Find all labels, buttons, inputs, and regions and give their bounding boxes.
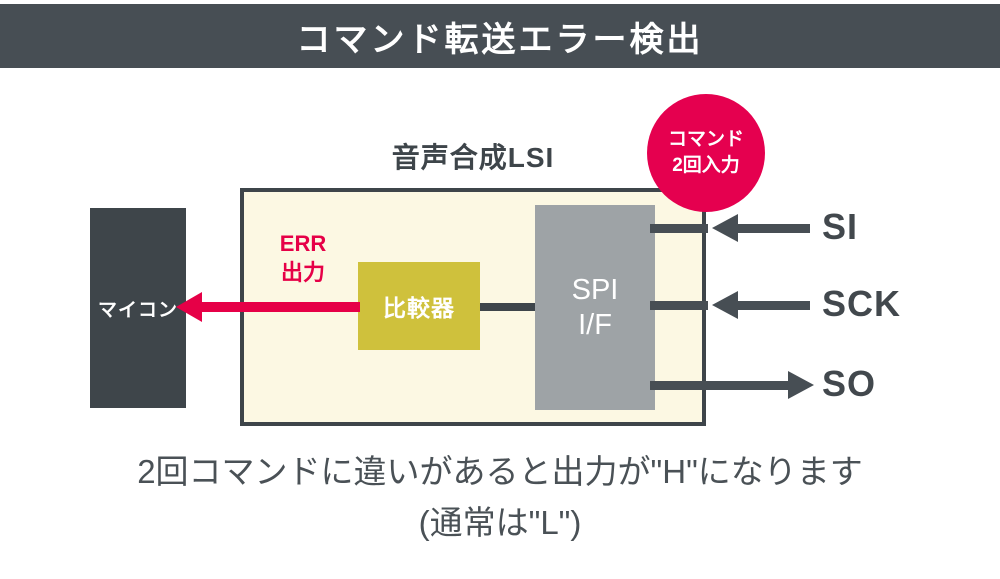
comparator-block: 比較器 bbox=[358, 262, 480, 350]
err-output-line2: 出力 bbox=[280, 259, 325, 285]
lsi-box-label: 音声合成LSI bbox=[391, 142, 555, 173]
page-title: コマンド転送エラー検出 bbox=[296, 20, 704, 59]
si-wire-inner bbox=[650, 224, 708, 233]
spi-if-block: SPI I/F bbox=[535, 205, 655, 410]
si-signal-label: SI bbox=[822, 206, 859, 247]
sck-wire-inner bbox=[650, 301, 708, 310]
spi-label-line1: SPI bbox=[571, 273, 619, 306]
sck-signal-label: SCK bbox=[822, 283, 902, 324]
title-bar: コマンド転送エラー検出 bbox=[0, 4, 1000, 68]
sck-arrowhead-left-icon bbox=[712, 291, 738, 319]
command-twice-badge: コマンド 2回入力 bbox=[647, 94, 765, 212]
comparator-spi-connector bbox=[478, 303, 538, 311]
so-arrowhead-right-icon bbox=[788, 371, 814, 399]
spi-label-line2: I/F bbox=[578, 308, 612, 341]
badge-line2: 2回入力 bbox=[672, 155, 740, 176]
so-wire bbox=[650, 381, 790, 390]
err-arrow-line bbox=[200, 302, 360, 312]
microcontroller-block: マイコン bbox=[90, 208, 186, 408]
caption-line1: 2回コマンドに違いがあると出力が"H"になります bbox=[137, 453, 863, 490]
comparator-label: 比較器 bbox=[383, 295, 455, 321]
caption-line2: (通常は"L") bbox=[418, 504, 582, 542]
err-output-label: ERR 出力 bbox=[258, 230, 348, 287]
si-wire-outer bbox=[738, 224, 810, 233]
si-arrowhead-left-icon bbox=[712, 214, 738, 242]
so-signal-label: SO bbox=[822, 363, 877, 404]
err-arrowhead-left-icon bbox=[176, 292, 202, 322]
badge-line1: コマンド bbox=[667, 129, 744, 151]
microcontroller-label: マイコン bbox=[97, 299, 178, 321]
caption: 2回コマンドに違いがあると出力が"H"になります (通常は"L") bbox=[0, 446, 1000, 548]
err-output-line1: ERR bbox=[279, 231, 327, 256]
sck-wire-outer bbox=[738, 301, 810, 310]
